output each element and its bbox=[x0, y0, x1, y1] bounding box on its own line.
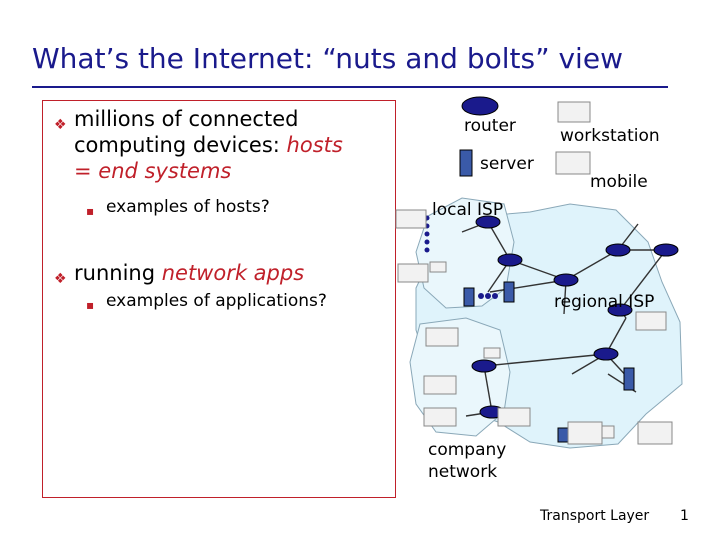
network-diagram bbox=[395, 96, 683, 449]
server-icon bbox=[623, 367, 635, 391]
workstation-icon bbox=[483, 347, 501, 359]
workstation-icon bbox=[425, 327, 459, 347]
server-icon bbox=[463, 287, 475, 307]
legend-mobile-label: mobile bbox=[590, 172, 648, 192]
bullet-hosts: ❖ millions of connected computing device… bbox=[54, 106, 374, 184]
mobile-icon bbox=[555, 151, 591, 175]
bullet-hosts-line3: = end systems bbox=[74, 159, 232, 183]
local-isp-label: local ISP bbox=[432, 200, 504, 220]
router-icon bbox=[607, 303, 633, 317]
bullet-apps-text-a: running bbox=[74, 261, 162, 285]
legend-router-label: router bbox=[464, 116, 516, 136]
sub-bullet-marker-icon: ▪ bbox=[86, 298, 95, 312]
router-icon bbox=[653, 243, 679, 257]
company-network-label-1: company bbox=[428, 440, 507, 460]
mobiles bbox=[555, 151, 673, 445]
workstation-icon bbox=[635, 311, 667, 331]
bullet-hosts-line1: millions of connected bbox=[74, 107, 299, 131]
bullet-hosts-line2: computing devices: hosts bbox=[74, 132, 374, 158]
workstations bbox=[395, 101, 667, 439]
sub-bullet-hosts-text: examples of hosts? bbox=[106, 197, 270, 217]
sub-bullet-marker-icon: ▪ bbox=[86, 204, 95, 218]
server-icon bbox=[459, 149, 473, 177]
router-icon bbox=[475, 215, 501, 229]
sub-bullet-apps: ▪ examples of applications? bbox=[86, 290, 386, 312]
sub-bullet-hosts: ▪ examples of hosts? bbox=[86, 196, 376, 218]
workstation-icon bbox=[557, 101, 591, 123]
bullet-marker-icon: ❖ bbox=[54, 117, 67, 133]
router-icon bbox=[605, 243, 631, 257]
router-icon bbox=[593, 347, 619, 361]
workstation-icon bbox=[423, 407, 457, 427]
workstation-icon bbox=[423, 375, 457, 395]
bullet-marker-icon: ❖ bbox=[54, 271, 67, 287]
legend-workstation-label: workstation bbox=[560, 126, 660, 146]
mobile-icon bbox=[567, 421, 603, 445]
router-icon bbox=[461, 96, 499, 116]
bullet-hosts-text-b: computing devices: bbox=[74, 133, 287, 157]
servers bbox=[459, 149, 635, 443]
footer-course: Transport Layer bbox=[540, 508, 650, 524]
workstation-icon bbox=[429, 261, 447, 273]
workstation-icon bbox=[497, 407, 531, 427]
workstation-icon bbox=[397, 263, 429, 283]
slide-title: What’s the Internet: “nuts and bolts” vi… bbox=[32, 42, 623, 75]
footer-page-number: 1 bbox=[680, 508, 689, 524]
legend-server-label: server bbox=[480, 154, 534, 174]
bullet-apps-highlight: network apps bbox=[161, 261, 305, 285]
router-icon bbox=[471, 359, 497, 373]
router-icon bbox=[497, 253, 523, 267]
company-network-label-2: network bbox=[428, 462, 498, 482]
bullet-apps: ❖ running network apps bbox=[54, 260, 374, 287]
workstation-icon bbox=[395, 209, 427, 229]
bullet-hosts-highlight: hosts bbox=[286, 133, 343, 157]
mobile-icon bbox=[637, 421, 673, 445]
router-icon bbox=[553, 273, 579, 287]
bullet-panel bbox=[42, 100, 396, 498]
server-icon bbox=[503, 281, 515, 303]
regional-isp-label: regional ISP bbox=[554, 292, 655, 312]
title-underline bbox=[32, 86, 668, 88]
sub-bullet-apps-text: examples of applications? bbox=[106, 291, 327, 311]
